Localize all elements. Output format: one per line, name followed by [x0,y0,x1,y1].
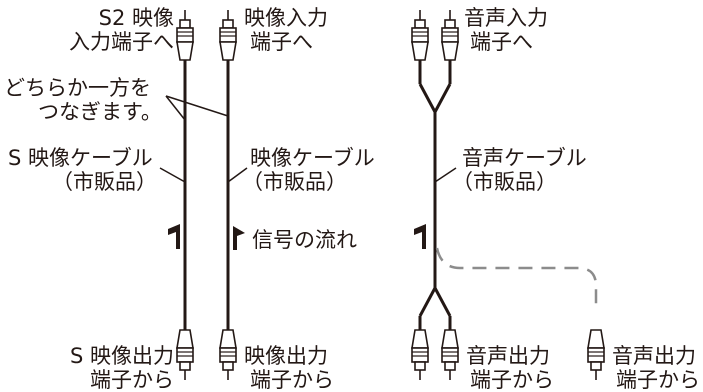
audio-cable-label-2: （市販品） [452,170,557,194]
audio-output-a-label-2: 端子から [470,368,554,392]
s-video-top-connector [176,9,194,61]
video-output-label-2: 端子から [250,368,334,392]
video-cable-label-1: 映像ケーブル [250,146,375,170]
video-cable-label-2: （市販品） [242,170,347,194]
signal-arrow-video [233,226,245,250]
audio-top-connector-right [441,9,459,61]
video-cable [219,9,237,381]
s-video-cable-leader [159,167,186,183]
video-input-label-1: 映像入力 [244,6,328,30]
audio-cable-label-1: 音声ケーブル [462,146,587,170]
signal-flow-label: 信号の流れ [252,228,357,252]
alt-audio-route [435,247,605,381]
s2-video-input-label-2: 入力端子へ [69,30,174,54]
audio-output-a-label-1: 音声出力 [466,344,550,368]
signal-arrow-s-video [168,224,180,249]
video-top-connector [219,9,237,61]
either-one-label-1: どちらか一方を [4,76,151,100]
s2-video-input-label-1: S2 映像 [98,6,174,30]
either-one-pointer [165,95,229,121]
signal-arrow-audio [414,224,426,249]
video-cable-leader [227,167,248,183]
video-input-label-2: 端子へ [250,30,313,54]
audio-top-connector-left [411,9,429,61]
audio-output-b-label-2: 端子から [616,368,700,392]
audio-bottom-connector-left [411,329,429,381]
s-video-bottom-connector [176,329,194,381]
audio-bottom-connector-right [441,329,459,381]
video-bottom-connector [219,329,237,381]
s-video-output-label-2: 端子から [90,368,174,392]
audio-cable [411,9,459,381]
audio-input-label-1: 音声入力 [464,6,548,30]
s-video-output-label-1: S 映像出力 [69,344,174,368]
s-video-cable [176,9,194,381]
audio-output-b-label-1: 音声出力 [612,344,696,368]
s-video-cable-label-2: （市販品） [52,170,157,194]
audio-cable-leader [434,167,457,183]
alt-audio-connector [587,329,605,381]
either-one-label-2: つなぎます。 [38,100,162,124]
audio-input-label-2: 端子へ [470,30,533,54]
video-output-label-1: 映像出力 [244,344,328,368]
s-video-cable-label-1: S 映像ケーブル [8,146,153,170]
